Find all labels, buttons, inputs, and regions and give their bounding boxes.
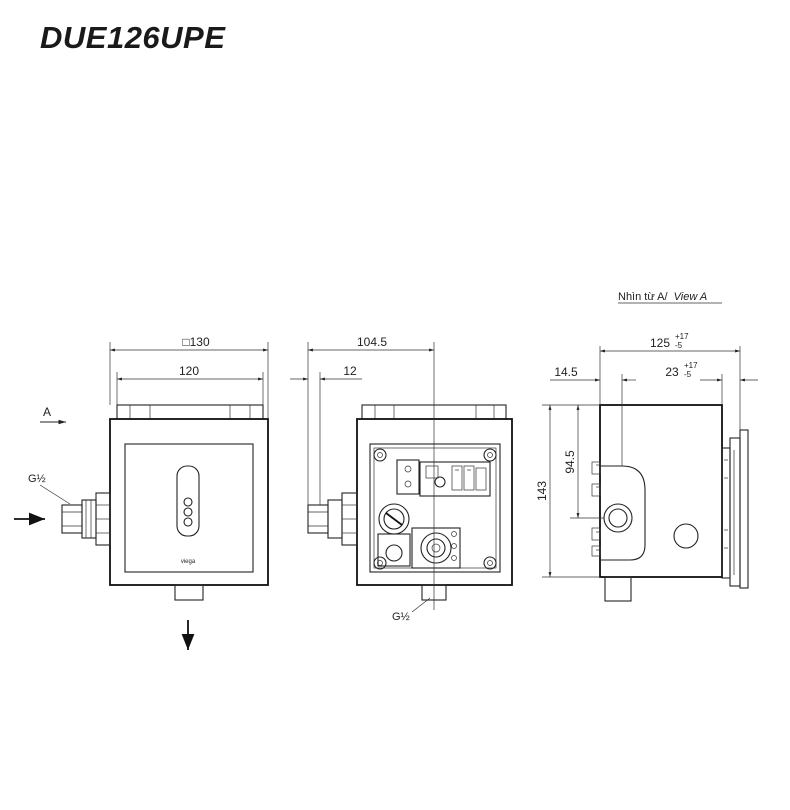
side-bottom-outlet bbox=[604, 576, 632, 602]
thread-label-bottom: G½ bbox=[392, 611, 410, 623]
page-title: DUE126UPE bbox=[40, 20, 226, 55]
solenoid-valve bbox=[377, 503, 411, 567]
view-caption: Nhìn từ A/ View A bbox=[618, 291, 707, 303]
dimension-143-label: 143 bbox=[535, 481, 549, 501]
dimension-104-5-label: 104.5 bbox=[357, 335, 387, 349]
dimension-23-tol-minus: -5 bbox=[684, 370, 692, 379]
side-port bbox=[673, 523, 699, 549]
dimension-125-tol-minus: -5 bbox=[675, 341, 683, 350]
inlet-fitting bbox=[61, 492, 111, 546]
cover-plate bbox=[124, 443, 254, 573]
dimension-23-label: 23 bbox=[665, 365, 679, 379]
brand-mark: viega bbox=[181, 559, 196, 565]
side-cover-plates bbox=[721, 429, 749, 589]
sensor-window bbox=[176, 465, 200, 537]
side-inlet bbox=[603, 503, 633, 533]
terminal-block bbox=[396, 459, 491, 497]
top-bracket bbox=[116, 404, 264, 420]
dimension-14-5-label: 14.5 bbox=[554, 365, 578, 379]
dimension-94-5-label: 94.5 bbox=[563, 450, 577, 474]
side-view: Nhìn từ A/ View A bbox=[535, 291, 758, 602]
dimension-125-label: 125 bbox=[650, 336, 670, 350]
dimension-125-tol-plus: +17 bbox=[675, 332, 689, 341]
bottom-outlet bbox=[174, 584, 204, 601]
dimension-12-label: 12 bbox=[343, 364, 357, 378]
corner-screws bbox=[373, 448, 497, 570]
flow-regulator bbox=[411, 527, 461, 569]
rear-inlet-fitting bbox=[307, 492, 358, 546]
dimension-23-tol-plus: +17 bbox=[684, 361, 698, 370]
rear-view: G½ 104.5 12 bbox=[290, 335, 513, 623]
arrow-a-label: A bbox=[43, 405, 51, 419]
dimension-120-label: 120 bbox=[179, 364, 199, 378]
front-view: A viega bbox=[14, 335, 269, 650]
side-housing bbox=[599, 404, 723, 578]
dimension-130-label: □130 bbox=[182, 335, 210, 349]
thread-label-left: G½ bbox=[28, 473, 46, 485]
